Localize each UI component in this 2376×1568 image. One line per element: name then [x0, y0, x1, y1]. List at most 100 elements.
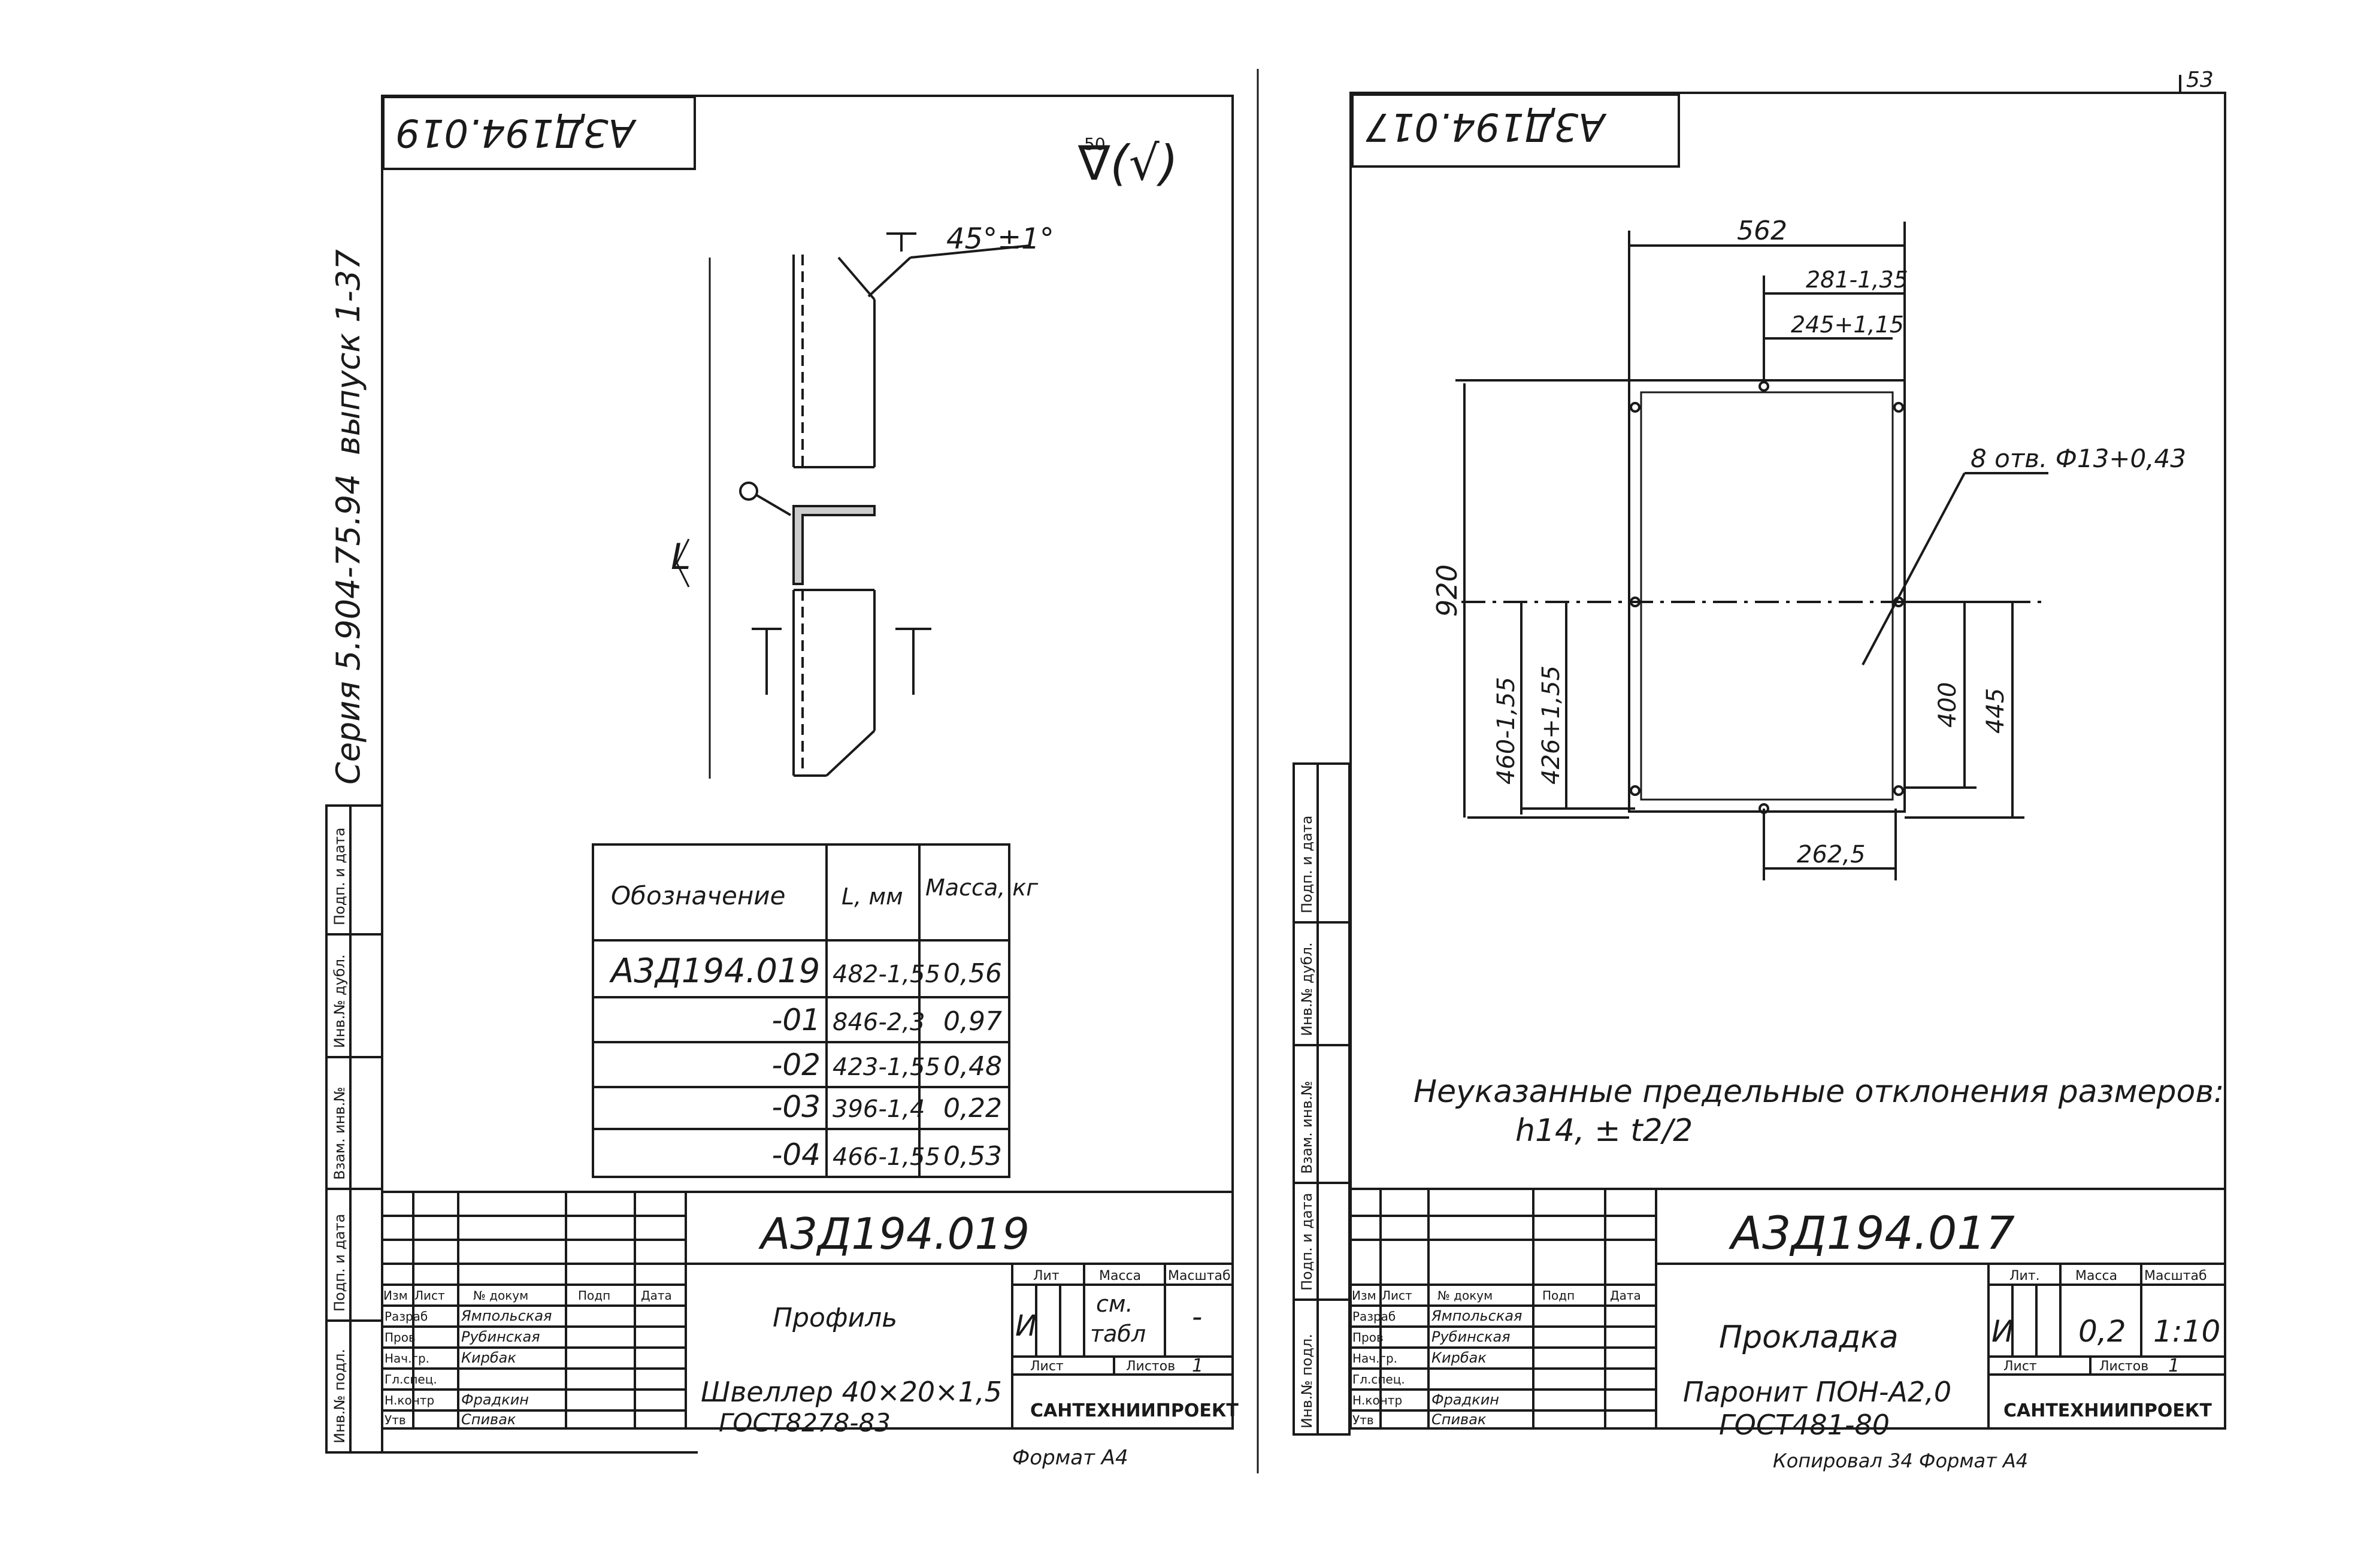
left-stamp-name: Профиль	[773, 1303, 897, 1333]
right-stamp-lit-label: Лит.	[2009, 1269, 2040, 1284]
right-role-2: Нач.гр.	[1352, 1351, 1397, 1366]
right-code-box	[1351, 93, 1680, 168]
left-role-5: Утв	[385, 1413, 406, 1427]
left-stamp-lit-value: И	[1015, 1309, 1037, 1343]
right-code-box-text: А3Д194.017	[1366, 104, 1607, 149]
left-person-0: Ямпольская	[461, 1307, 552, 1324]
right-stamp-sheets-label: Листов	[2099, 1359, 2148, 1374]
left-stamp-material-2: ГОСТ8278-83	[719, 1408, 891, 1437]
right-role-0: Разраб	[1352, 1309, 1396, 1324]
right-person-0: Ямпольская	[1431, 1307, 1522, 1324]
left-role-2: Нач.гр.	[385, 1351, 429, 1366]
right-role-4: Н.контр	[1352, 1393, 1402, 1407]
left-stamp-sheet-label: Лист	[1030, 1359, 1064, 1374]
series-vertical: Серия 5.904-75.94	[329, 474, 367, 785]
table-row-2-code: -02	[771, 1048, 821, 1082]
dim-281: 281-1,35	[1806, 267, 1908, 293]
right-side-label-0: Подп. и дата	[1299, 816, 1315, 914]
left-role-1: Пров	[385, 1330, 416, 1345]
right-stamp-org: САНТЕХНИИПРОЕКТ	[2003, 1400, 2212, 1421]
table-row-3-code: -03	[771, 1089, 821, 1124]
dim-445: 445	[1982, 688, 2009, 734]
table-row-4-code: -04	[771, 1137, 821, 1172]
table-row-4-mass: 0,53	[943, 1141, 1002, 1172]
right-col-izm: Изм	[1352, 1288, 1376, 1303]
right-person-4: Фрадкин	[1431, 1391, 1499, 1408]
table-row-3-mass: 0,22	[943, 1093, 1002, 1124]
dim-262: 262,5	[1797, 841, 1866, 868]
gasket-inner	[1640, 391, 1894, 801]
left-role-4: Н.контр	[385, 1393, 434, 1407]
left-code-box-text: АЗД194.019	[395, 110, 637, 155]
left-col-sign: Подп	[578, 1288, 610, 1303]
right-person-1: Рубинская	[1431, 1328, 1511, 1345]
left-table-frame	[592, 843, 1010, 1178]
right-role-1: Пров	[1352, 1330, 1384, 1345]
right-stamp-sheet-label: Лист	[2003, 1359, 2037, 1374]
dim-460: 460-1,55	[1493, 677, 1520, 785]
right-stamp-sheets-value: 1	[2168, 1355, 2180, 1376]
note-line-2: h14, ± t2/2	[1515, 1113, 1693, 1149]
table-row-0-length: 482-1,55	[833, 961, 940, 988]
left-side-label-4: Инв.№ подл.	[331, 1349, 348, 1443]
table-row-3-length: 396-1,4	[833, 1095, 925, 1123]
left-stamp-sheets-label: Листов	[1126, 1359, 1175, 1374]
right-stamp-material-1: Паронит ПОН-А2,0	[1683, 1376, 1951, 1408]
left-col-izm: Изм	[383, 1288, 408, 1303]
right-stamp-name: Прокладка	[1719, 1319, 1899, 1355]
angle-label: 45°±1°	[946, 222, 1054, 256]
right-side-strip	[1293, 762, 1351, 1436]
table-row-0-code: А3Д194.019	[609, 952, 820, 991]
left-side-label-1: Инв.№ дубл.	[331, 954, 348, 1048]
left-role-3: Гл.спец.	[385, 1372, 437, 1387]
left-frame	[381, 95, 1234, 1430]
note-line-1: Неуказанные предельные отклонения размер…	[1414, 1074, 2224, 1110]
right-stamp-mass-label: Масса	[2075, 1269, 2117, 1284]
right-person-5: Спивак	[1431, 1411, 1487, 1428]
left-side-label-3: Подп. и дата	[331, 1214, 348, 1312]
right-side-label-1: Инв.№ дубл.	[1299, 942, 1315, 1036]
table-row-1-length: 846-2,3	[833, 1009, 925, 1036]
roughness-value: 50	[1084, 134, 1106, 154]
right-stamp-format: Копировал 34 Формат А4	[1773, 1449, 2028, 1472]
right-frame	[1349, 92, 2226, 1430]
issue-vertical: выпуск 1-37	[329, 249, 367, 455]
right-stamp-scale-label: Масштаб	[2144, 1269, 2207, 1284]
table-row-1-code: -01	[771, 1003, 821, 1037]
dim-245: 245+1,15	[1791, 311, 1904, 338]
left-stamp-material-1: Швеллер 40×20×1,5	[701, 1376, 1002, 1408]
right-person-2: Кирбак	[1431, 1349, 1487, 1366]
left-code-box	[382, 96, 696, 170]
dim-426: 426+1,55	[1537, 665, 1565, 785]
left-stamp-scale-label: Масштаб	[1168, 1269, 1231, 1284]
left-col-doc: № докум	[473, 1288, 528, 1303]
dim-holes: 8 отв. Ф13+0,43	[1971, 444, 2186, 473]
left-role-0: Разраб	[385, 1309, 428, 1324]
right-stamp-material-2: ГОСТ481-80	[1719, 1409, 1890, 1441]
left-side-label-2: Взам. инв.№	[331, 1087, 348, 1180]
table-row-2-mass: 0,48	[943, 1051, 1002, 1082]
left-stamp-mass-label: Масса	[1099, 1269, 1141, 1284]
right-stamp-lit-value: И	[1991, 1314, 2014, 1349]
left-person-2: Кирбак	[461, 1349, 516, 1366]
right-side-label-4: Инв.№ подл.	[1299, 1334, 1315, 1428]
right-col-sign: Подп	[1542, 1288, 1575, 1303]
table-header-designation: Обозначение	[611, 881, 785, 910]
right-stamp-mass-value: 0,2	[2078, 1314, 2126, 1349]
left-person-1: Рубинская	[461, 1328, 540, 1345]
right-stamp-code: А3Д194.017	[1728, 1206, 2015, 1260]
left-side-label-0: Подп. и дата	[331, 828, 348, 926]
right-col-doc: № докум	[1437, 1288, 1493, 1303]
table-row-1-mass: 0,97	[943, 1006, 1002, 1037]
right-role-5: Утв	[1352, 1413, 1374, 1427]
right-role-3: Гл.спец.	[1352, 1372, 1405, 1387]
gasket-outline	[1628, 379, 1906, 813]
table-row-0-mass: 0,56	[943, 958, 1002, 989]
right-stamp-scale-value: 1:10	[2153, 1314, 2220, 1349]
right-side-label-3: Подп. и дата	[1299, 1193, 1315, 1291]
dim-562: 562	[1737, 216, 1787, 246]
right-col-list: Лист	[1382, 1288, 1412, 1303]
table-row-2-length: 423-1,55	[833, 1054, 940, 1081]
left-stamp-lit-label: Лит	[1033, 1269, 1060, 1284]
